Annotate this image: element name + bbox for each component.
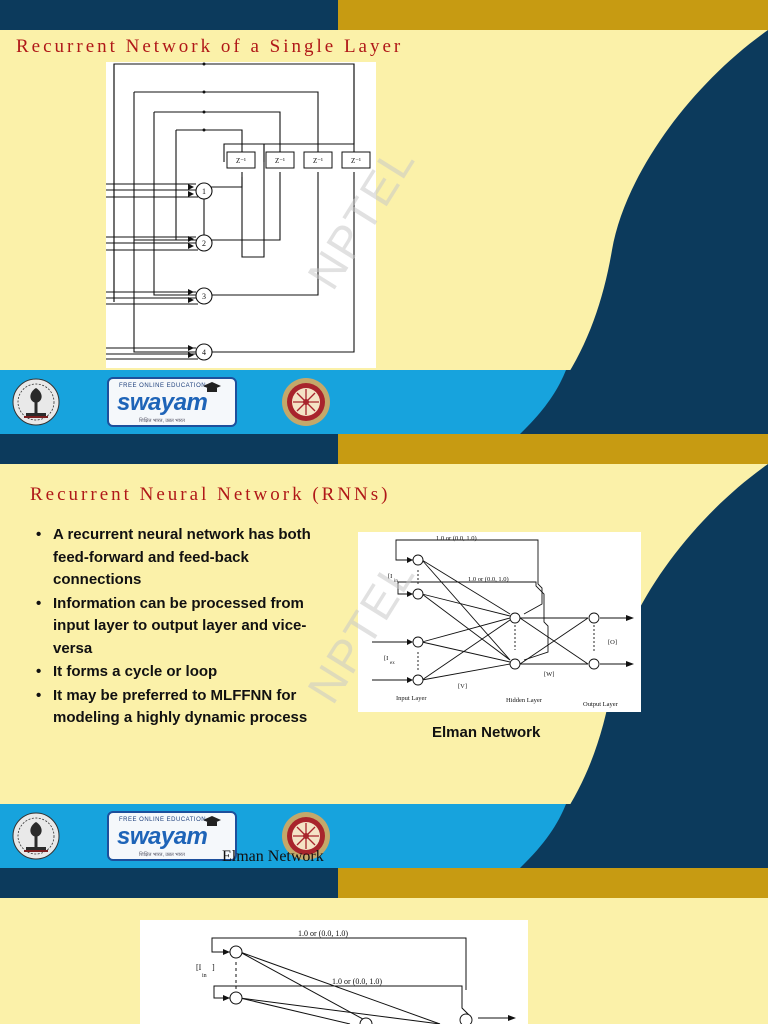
footer-bar: FREE ONLINE EDUCATION swayam शिक्षित भार… [0,804,768,868]
matrix-v-label: [V] [458,683,467,690]
footer-overlay-text: Elman Network [222,848,324,865]
input-in-subscript: in [394,579,398,584]
slide-3: 1.0 or (0.0, 1.0) 1.0 or (0.0, 1.0) [I i… [0,868,768,1024]
input-ex-subscript: ex [390,661,395,666]
swayam-wordmark: swayam [117,389,208,416]
footer-navy-wave [520,804,768,868]
swayam-tagline: FREE ONLINE EDUCATION [119,383,207,389]
delay-label-1: Z⁻¹ [236,157,246,165]
input-in-bracket: ] [212,963,215,972]
top-bar-gold [338,0,768,30]
weight-label-top: 1.0 or (0.0, 1.0) [436,535,477,542]
slide-2: Recurrent Neural Network (RNNs) A recurr… [0,434,768,868]
bullet-item: It forms a cycle or loop [36,661,336,684]
input-in-label: [I [388,573,392,580]
graduation-cap-icon [203,816,221,826]
bullet-item: It may be preferred to MLFFNN for modeli… [36,685,336,730]
neuron-label-1: 1 [202,187,206,196]
footer-navy-wave [520,370,768,434]
top-bar-navy [0,0,338,30]
elman-network-diagram: 1.0 or (0.0, 1.0) 1.0 or (0.0, 1.0) [I i… [358,532,641,712]
swayam-subtitle: शिक्षित भारत, उन्नत भारत [139,852,185,858]
navy-wave-shape [520,30,768,434]
top-bar-gold [338,868,768,898]
swayam-subtitle: शिक्षित भारत, उन्नत भारत [139,418,185,424]
slide-1: Recurrent Network of a Single Layer [0,0,768,434]
neuron-label-2: 2 [202,239,206,248]
elman-network-diagram-large: 1.0 or (0.0, 1.0) 1.0 or (0.0, 1.0) [I i… [140,920,528,1024]
top-bar-navy [0,434,338,464]
weight-label-mid: 1.0 or (0.0, 1.0) [332,977,382,986]
output-layer-label: Output Layer [583,701,619,708]
swayam-tagline: FREE ONLINE EDUCATION [119,817,207,823]
graduation-cap-icon [203,382,221,392]
matrix-w-label: [W] [544,671,554,678]
swayam-logo: FREE ONLINE EDUCATION swayam शिक्षित भार… [107,811,237,861]
bullet-item: A recurrent neural network has both feed… [36,524,336,592]
bullet-list: A recurrent neural network has both feed… [36,524,336,731]
input-ex-label: [I [384,655,388,662]
input-in-label: [I [196,963,202,972]
neuron-label-3: 3 [202,292,206,301]
delay-label-2: Z⁻¹ [275,157,285,165]
swayam-logo: FREE ONLINE EDUCATION swayam शिक्षित भार… [107,377,237,427]
swayam-wordmark: swayam [117,823,208,850]
top-bar-navy [0,868,338,898]
weight-label-top: 1.0 or (0.0, 1.0) [298,929,348,938]
top-bar-gold [338,434,768,464]
output-o-label: [O] [608,639,617,646]
neuron-label-4: 4 [202,348,206,357]
nptel-logo-icon [282,378,330,426]
weight-label-mid: 1.0 or (0.0, 1.0) [468,576,509,583]
hidden-layer-label: Hidden Layer [506,697,543,704]
footer-bar: FREE ONLINE EDUCATION swayam शिक्षित भार… [0,370,768,434]
nptel-logo-icon [282,812,330,860]
slide-title: Recurrent Network of a Single Layer [16,36,404,57]
bullet-item: Information can be processed from input … [36,593,336,661]
input-layer-label: Input Layer [396,695,427,702]
input-in-subscript: in [202,973,207,979]
slide-title: Recurrent Neural Network (RNNs) [30,484,391,505]
delay-label-3: Z⁻¹ [313,157,323,165]
iit-kharagpur-logo-icon [12,812,60,860]
iit-kharagpur-logo-icon [12,378,60,426]
diagram-caption: Elman Network [432,724,541,741]
single-layer-recurrent-diagram: Z⁻¹ Z⁻¹ Z⁻¹ Z⁻¹ 1 2 3 4 [106,62,376,368]
navy-wave-shape [520,464,768,868]
delay-label-4: Z⁻¹ [351,157,361,165]
